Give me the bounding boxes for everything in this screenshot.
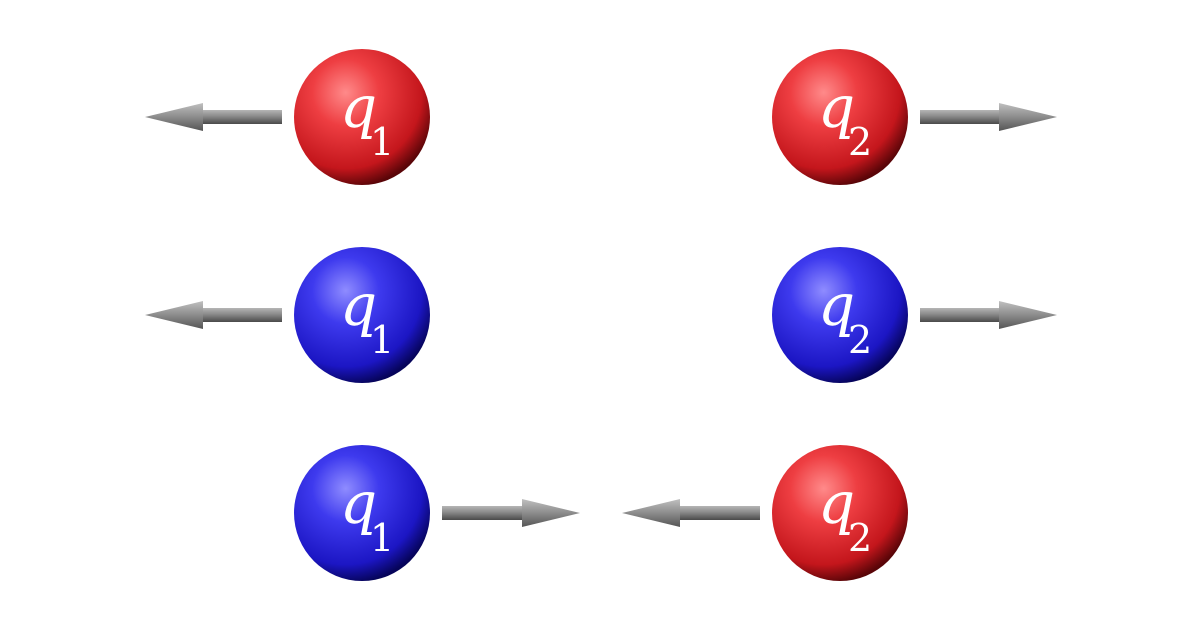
- force-arrow-left: [145, 103, 282, 131]
- charge-sphere-negative: [294, 247, 430, 383]
- charge-sphere-negative: [772, 247, 908, 383]
- force-arrow-right: [442, 499, 580, 527]
- charge-q1: q1: [294, 247, 430, 383]
- charge-label: q: [340, 271, 377, 339]
- charge-q2: q2: [772, 49, 908, 185]
- charge-label: q: [340, 73, 377, 141]
- charge-subscript: 2: [848, 516, 872, 560]
- charge-subscript: 2: [848, 318, 872, 362]
- charge-label: q: [340, 469, 377, 537]
- charge-q1: q1: [294, 49, 430, 185]
- charge-sphere-positive: [772, 445, 908, 581]
- force-arrow-left: [145, 301, 282, 329]
- charge-label: q: [818, 469, 855, 537]
- force-arrow-right: [920, 103, 1057, 131]
- charge-label: q: [818, 271, 855, 339]
- charge-subscript: 2: [848, 120, 872, 164]
- charge-q1: q1: [294, 445, 430, 581]
- charge-sphere-positive: [772, 49, 908, 185]
- charge-label: q: [818, 73, 855, 141]
- charge-sphere-negative: [294, 445, 430, 581]
- charge-subscript: 1: [370, 120, 394, 164]
- charge-subscript: 1: [370, 318, 394, 362]
- force-arrow-right: [920, 301, 1057, 329]
- charge-q2: q2: [772, 445, 908, 581]
- charge-sphere-positive: [294, 49, 430, 185]
- charge-q2: q2: [772, 247, 908, 383]
- charge-subscript: 1: [370, 516, 394, 560]
- force-arrow-left: [622, 499, 760, 527]
